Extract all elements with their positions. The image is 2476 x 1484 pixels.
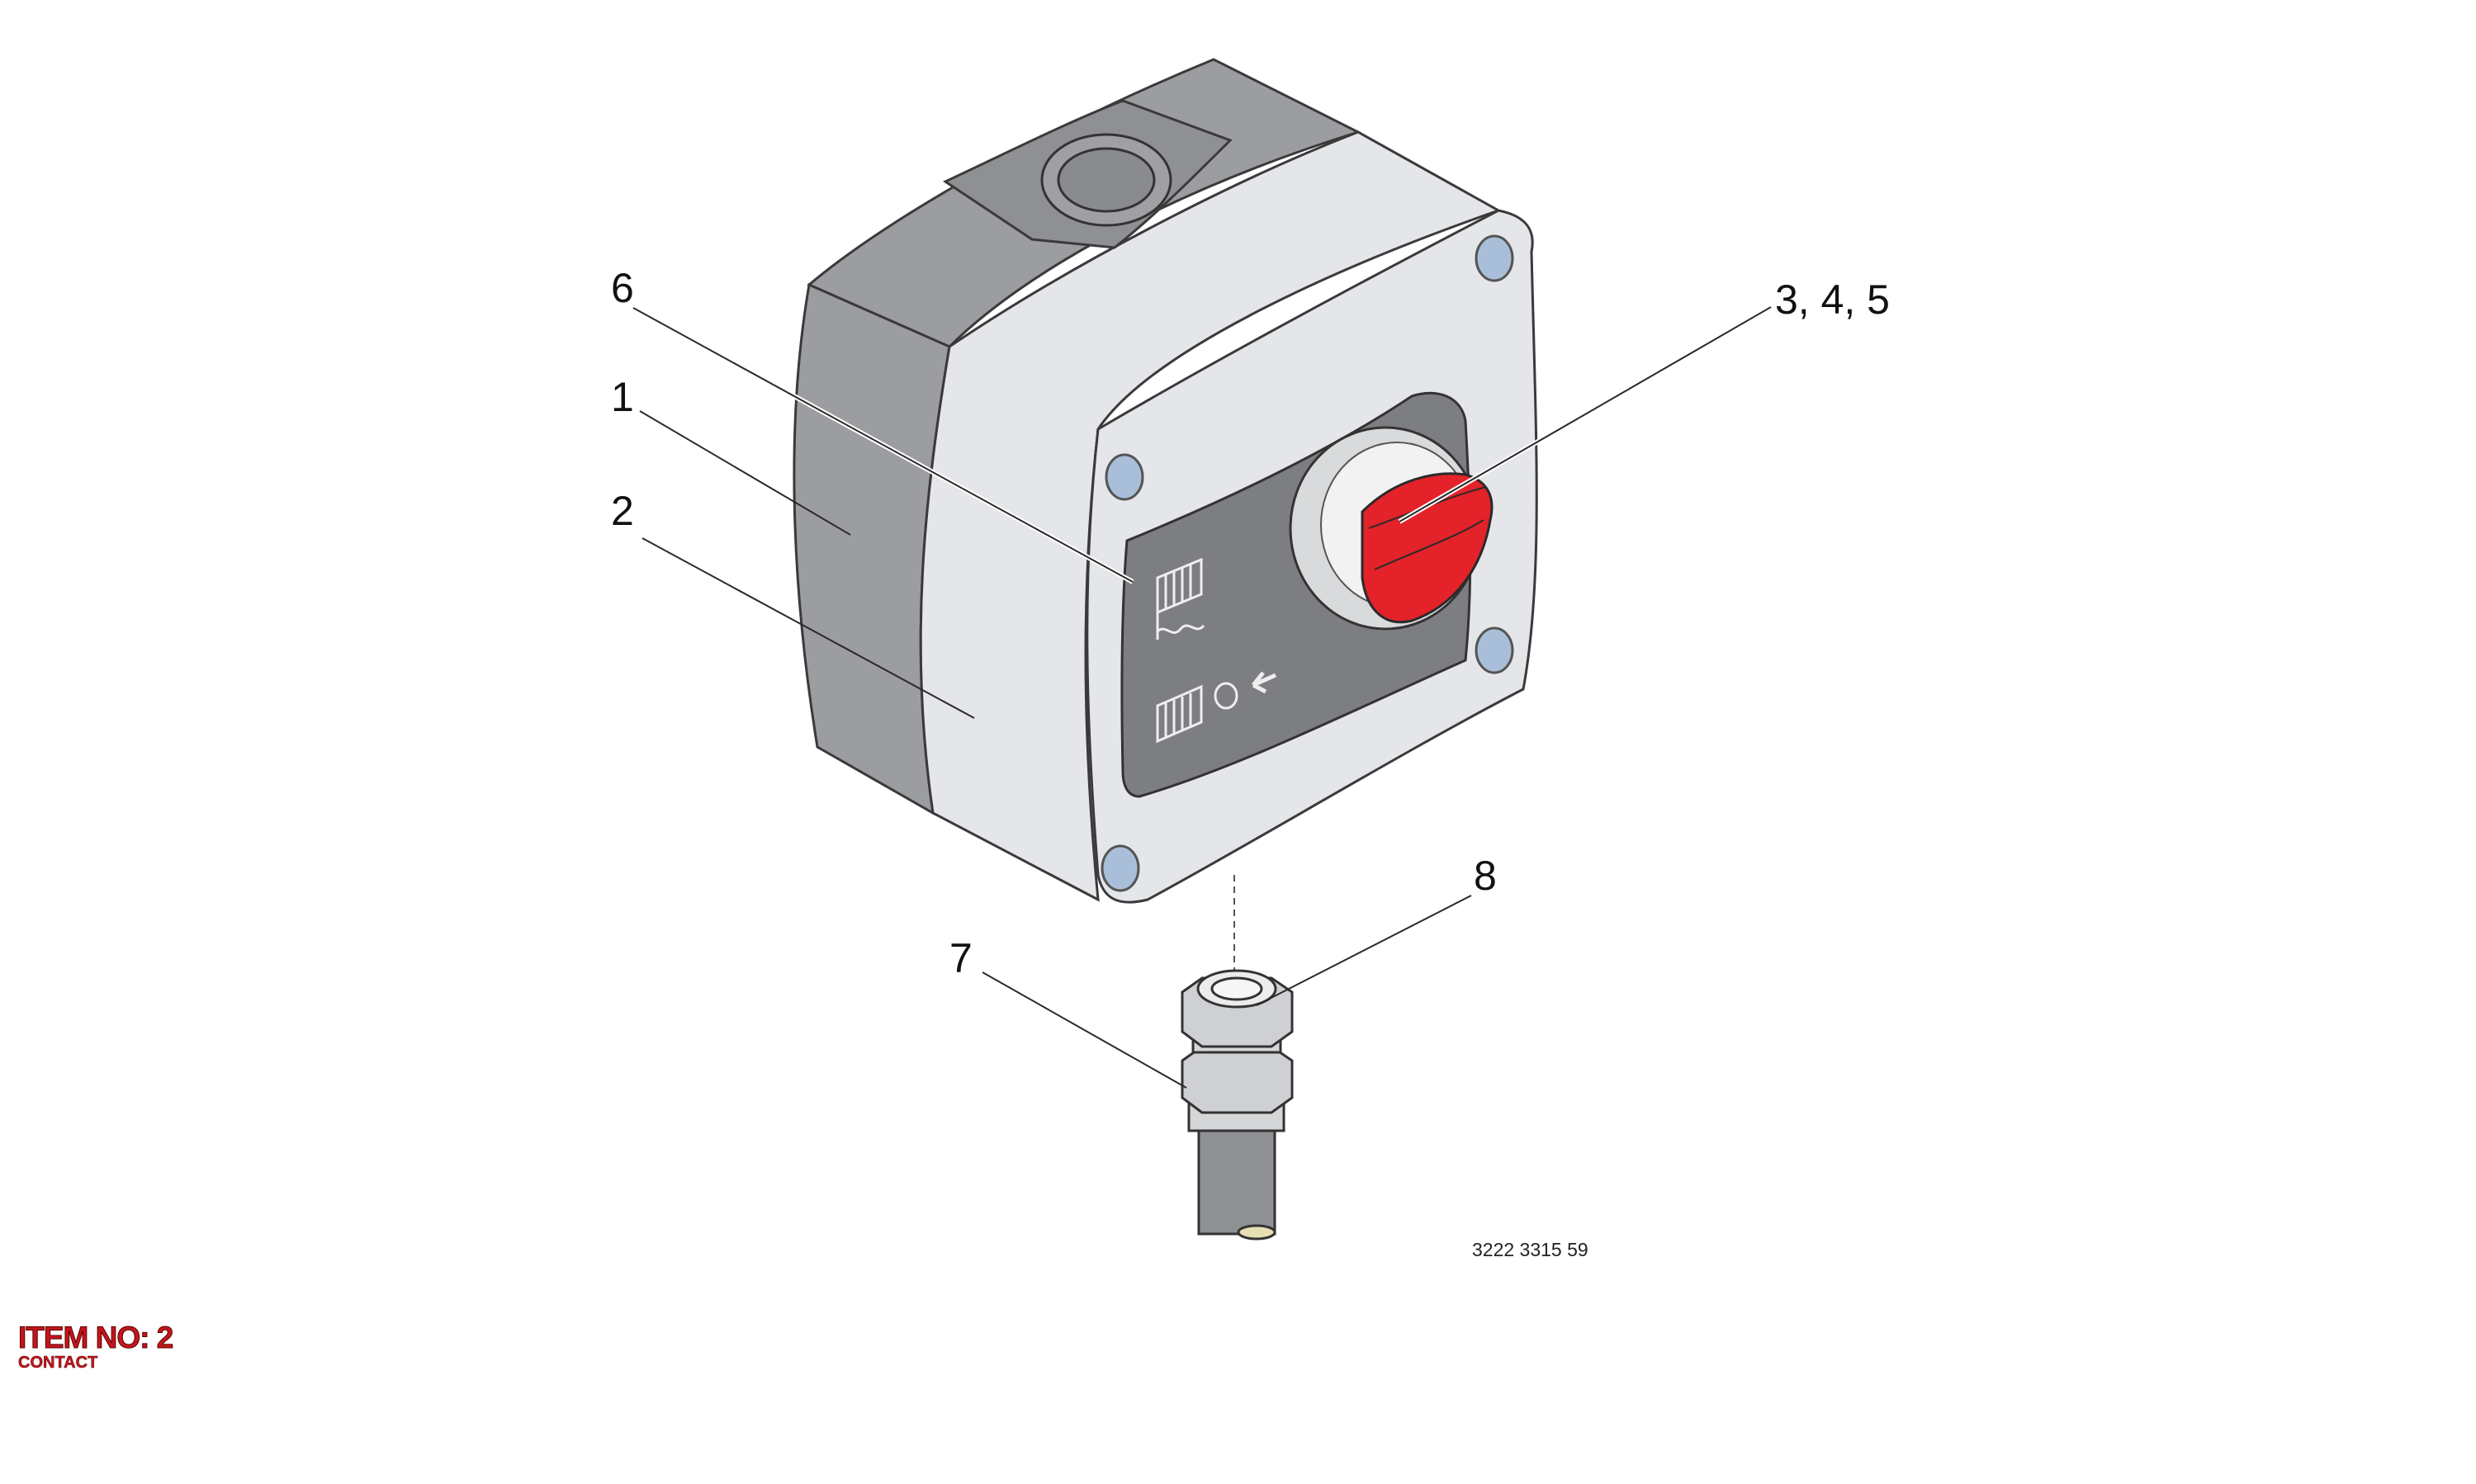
- item-info: ITEM NO: 2 CONTACT: [17, 1321, 173, 1372]
- drawing-number: 3222 3315 59: [1472, 1239, 1588, 1260]
- callout-6: 6: [611, 265, 634, 311]
- callout-7: 7: [949, 935, 973, 981]
- screw-icon: [1101, 234, 1514, 892]
- callout-1: 1: [611, 374, 634, 420]
- callout-2: 2: [611, 488, 634, 534]
- heater-off-arrow-icon: [1156, 671, 1277, 744]
- item-number-title: ITEM NO: 2: [17, 1321, 173, 1354]
- leader-6: [632, 307, 1134, 583]
- gland-lower-nut: [1181, 1045, 1294, 1114]
- leader-lines: [632, 305, 1773, 1089]
- cable-core: [1237, 1224, 1276, 1241]
- red-selector-knob-ridge-2: [1374, 519, 1484, 570]
- gland-seal: [1210, 976, 1263, 1001]
- leader-1: [639, 410, 851, 536]
- cable-gland: [1181, 969, 1294, 1241]
- leader-3-4-5: [1399, 306, 1772, 522]
- leader-8: [1256, 895, 1472, 1006]
- callout-8: 8: [1474, 853, 1497, 899]
- cable: [1197, 1117, 1276, 1236]
- top-gland-inner: [1057, 147, 1156, 213]
- item-description: CONTACT: [18, 1354, 98, 1372]
- heater-with-wave-icon: [1156, 557, 1205, 640]
- leader-7: [982, 971, 1187, 1089]
- leader-2: [641, 537, 975, 719]
- callout-3-4-5: 3, 4, 5: [1775, 276, 1890, 323]
- control-box: [793, 58, 1538, 904]
